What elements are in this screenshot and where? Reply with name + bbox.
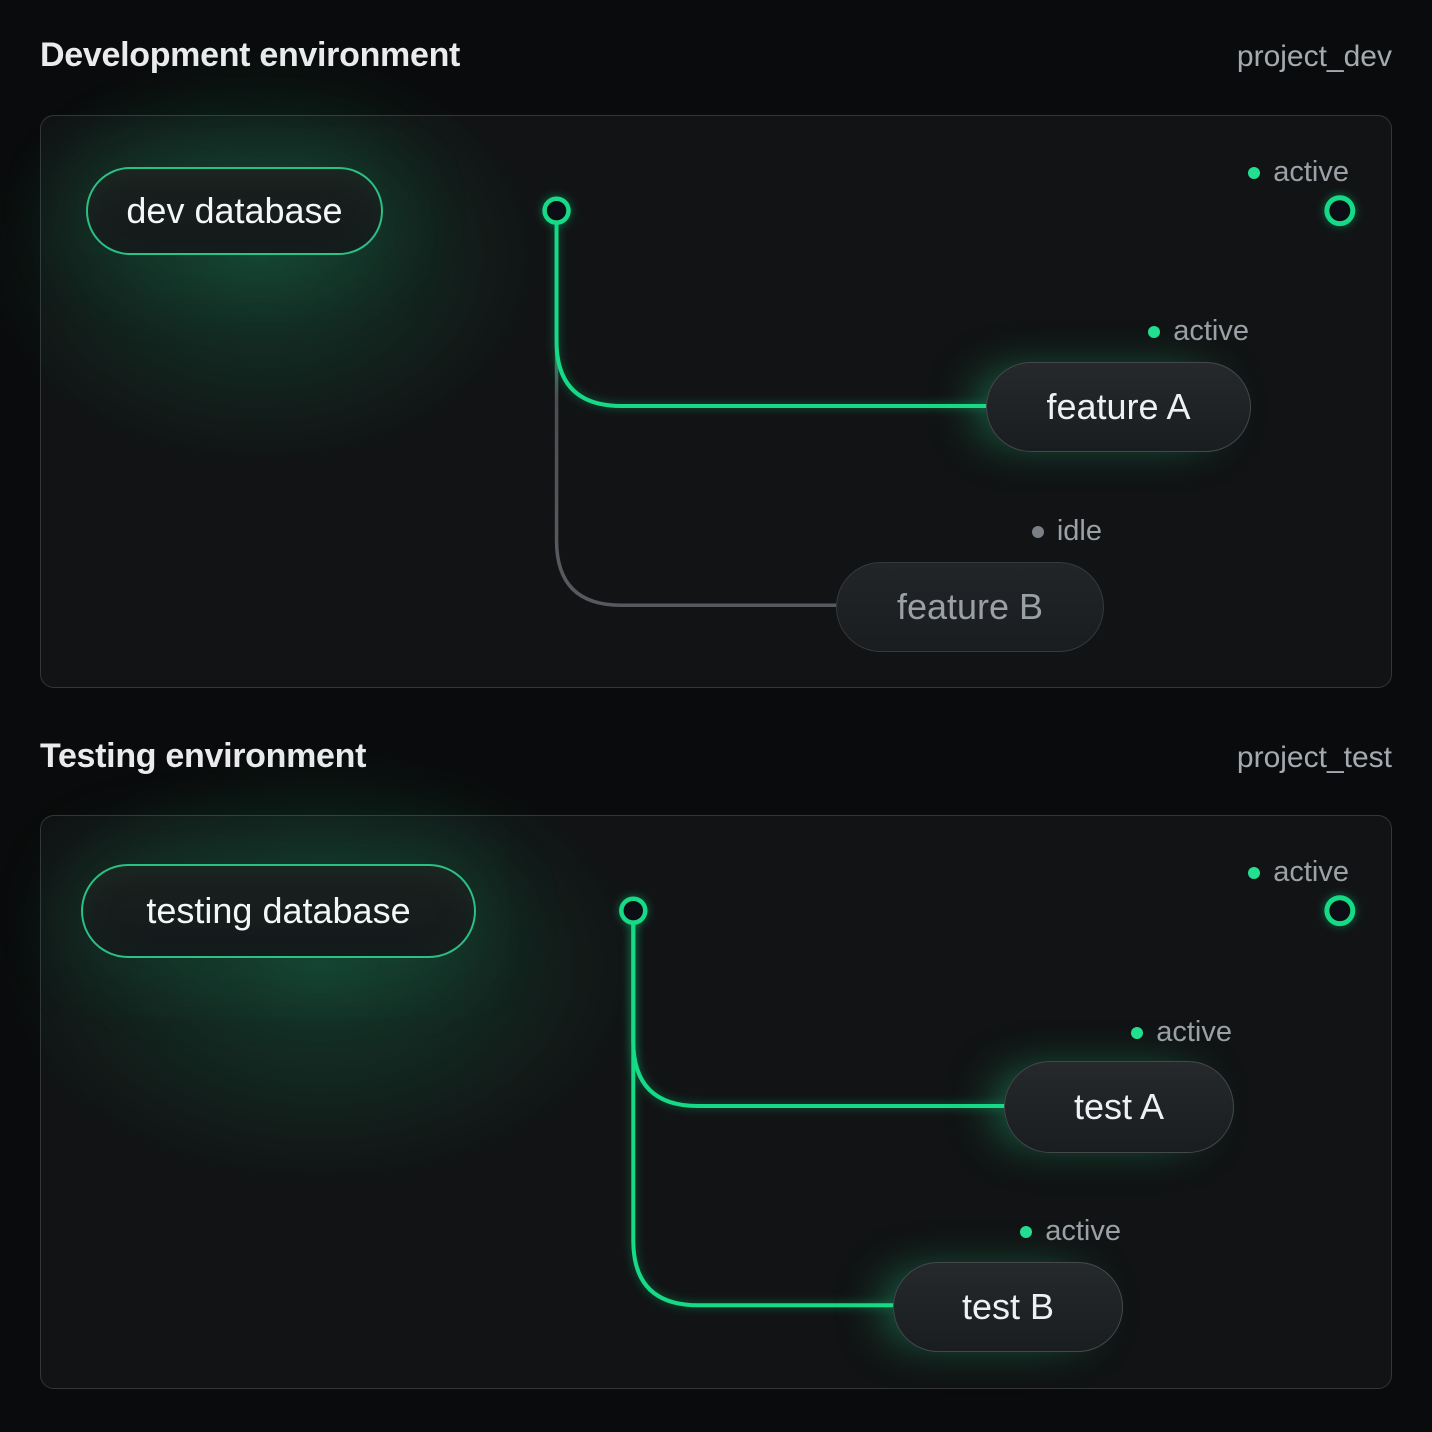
branch-line-feature-a — [554, 220, 989, 408]
dev-branch-diagram — [379, 195, 1356, 608]
junction-node-icon — [542, 196, 571, 225]
status-label: active — [1173, 315, 1249, 347]
branch-node-label: test A — [1073, 1086, 1165, 1127]
test-panel: testing database active active test A ac… — [1, 746, 1392, 1389]
status-dot-icon — [1148, 325, 1161, 338]
feature-a-status-badge: active — [1148, 315, 1249, 348]
feature-b-status-badge: idle — [1031, 515, 1102, 548]
test-section-title: Testing environment — [40, 737, 367, 775]
branch-node-pill-feature-a[interactable]: feature A — [986, 362, 1251, 452]
branch-node-label: feature A — [1046, 386, 1191, 427]
db-node-pill[interactable]: dev database — [86, 167, 383, 255]
test-branch-diagram — [472, 895, 1356, 1308]
test-b-status-badge: active — [1020, 1215, 1121, 1248]
status-label: active — [1045, 1215, 1121, 1247]
db-node-label: dev database — [126, 190, 343, 231]
status-label: active — [1156, 1016, 1232, 1048]
test-section-header: Testing environment project_test — [40, 737, 1392, 781]
trunk-endpoint-node-icon — [1324, 895, 1356, 927]
trunk-endpoint-node-icon — [1324, 195, 1356, 227]
status-dot-icon — [1248, 166, 1261, 179]
status-label: idle — [1056, 515, 1102, 547]
db-node-label: testing database — [146, 890, 411, 931]
status-dot-icon — [1131, 1026, 1144, 1039]
test-a-status-badge: active — [1131, 1016, 1232, 1049]
junction-node-icon — [619, 896, 648, 925]
branch-node-pill-test-a[interactable]: test A — [1004, 1061, 1234, 1153]
status-label: active — [1273, 856, 1349, 888]
branch-node-label: feature B — [896, 586, 1044, 627]
status-dot-icon — [1031, 525, 1044, 538]
branch-line-test-a — [631, 920, 1006, 1108]
branch-node-label: test B — [961, 1286, 1055, 1327]
dev-section-title: Development environment — [40, 36, 461, 74]
trunk-status-badge: active — [1248, 856, 1349, 889]
branch-node-pill-feature-b[interactable]: feature B — [836, 562, 1104, 652]
trunk-status-badge: active — [1248, 156, 1349, 189]
branch-line-test-b — [631, 920, 896, 1308]
status-label: active — [1273, 156, 1349, 188]
test-project-label: project_test — [1236, 741, 1392, 774]
status-dot-icon — [1248, 866, 1261, 879]
dev-panel: dev database active active feature A idl… — [0, 46, 1392, 688]
branch-node-pill-test-b[interactable]: test B — [893, 1262, 1123, 1352]
db-node-pill[interactable]: testing database — [81, 864, 476, 958]
dev-project-label: project_dev — [1236, 40, 1392, 73]
status-dot-icon — [1020, 1225, 1033, 1238]
branch-line-feature-b — [554, 220, 839, 608]
dev-section-header: Development environment project_dev — [40, 36, 1392, 80]
